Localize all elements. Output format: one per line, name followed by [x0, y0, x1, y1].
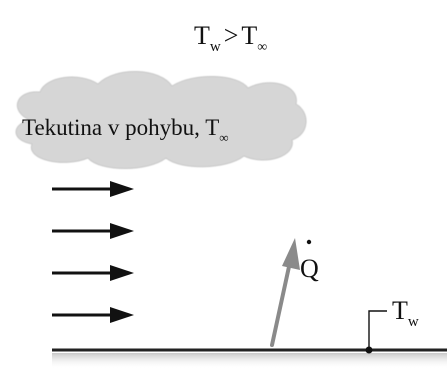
svg-text:Tw: Tw: [392, 296, 419, 330]
flow-arrows: [52, 181, 134, 323]
fluid-inf-sub: ∞: [219, 130, 228, 145]
wall-leader-line: [368, 310, 387, 350]
plate-shadow: [52, 353, 447, 369]
heat-dot: [306, 239, 312, 245]
flow-arrow: [52, 181, 134, 197]
condition-operator: >: [224, 21, 239, 50]
flow-arrow: [52, 307, 134, 323]
condition-w-sub: w: [210, 39, 221, 55]
condition-t-main: T: [194, 21, 210, 50]
wall-plate: Tw: [52, 296, 447, 369]
temperature-condition: Tw>T∞: [194, 21, 267, 55]
flow-arrow: [52, 265, 134, 281]
flow-arrow: [52, 223, 134, 239]
heat-flow-arrow: [270, 238, 300, 347]
fluid-label: Tekutina v pohybu, T: [22, 115, 219, 140]
condition-t-rhs: T: [241, 21, 257, 50]
svg-text:Tekutina v pohybu, T∞: Tekutina v pohybu, T∞: [22, 115, 229, 145]
wall-t-main: T: [392, 296, 408, 325]
condition-inf-sub: ∞: [257, 40, 267, 55]
svg-text:Tw>T∞: Tw>T∞: [194, 21, 267, 55]
cloud-shape: [15, 71, 307, 169]
heat-symbol: Q: [300, 254, 319, 283]
wall-w-sub: w: [408, 314, 419, 330]
heat-flow-label: Q: [300, 239, 319, 283]
fluid-cloud: Tekutina v pohybu, T∞: [15, 71, 307, 169]
